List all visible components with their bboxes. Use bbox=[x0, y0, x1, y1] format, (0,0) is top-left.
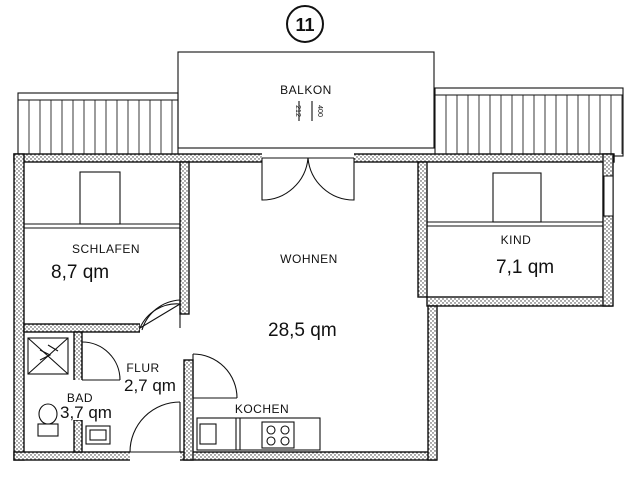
room-schlafen-label: SCHLAFEN bbox=[72, 242, 140, 256]
room-flur-label: FLUR bbox=[126, 361, 159, 375]
room-flur: FLUR 2,7 qm bbox=[124, 361, 176, 395]
schlafen-door bbox=[138, 299, 182, 334]
room-wohnen: WOHNEN 28,5 qm bbox=[268, 252, 338, 341]
roof-hatch-left bbox=[17, 92, 179, 156]
room-wohnen-area: 28,5 qm bbox=[268, 320, 337, 341]
balcony-double-door bbox=[261, 152, 355, 201]
toilet bbox=[37, 403, 59, 437]
balcony: BALKON 212 400 bbox=[177, 51, 435, 149]
balcony-mark-left: 212 bbox=[294, 105, 301, 117]
bad-door bbox=[72, 341, 121, 420]
room-schlafen-area: 8,7 qm bbox=[51, 262, 109, 283]
entrance-door bbox=[129, 401, 181, 462]
roof-hatch-right bbox=[434, 87, 624, 157]
room-kind: KIND 7,1 qm bbox=[496, 233, 554, 278]
unit-number-badge: 11 bbox=[286, 5, 324, 43]
room-flur-area: 2,7 qm bbox=[124, 376, 176, 395]
room-wohnen-label: WOHNEN bbox=[280, 252, 338, 266]
balcony-label: BALKON bbox=[280, 83, 332, 97]
wohnen-door bbox=[192, 353, 238, 399]
balcony-mark-right: 400 bbox=[316, 105, 323, 117]
windows bbox=[24, 171, 614, 229]
room-bad-label: BAD bbox=[67, 391, 93, 405]
wash-basin bbox=[85, 425, 111, 445]
room-kind-label: KIND bbox=[501, 233, 532, 247]
room-bad: BAD 3,7 qm bbox=[60, 391, 112, 422]
kitchen-counter bbox=[196, 417, 321, 451]
room-schlafen: SCHLAFEN 8,7 qm bbox=[51, 242, 140, 283]
unit-number: 11 bbox=[295, 15, 314, 35]
room-bad-area: 3,7 qm bbox=[60, 403, 112, 422]
room-kind-area: 7,1 qm bbox=[496, 257, 554, 278]
shower bbox=[27, 337, 69, 375]
room-kochen-label: KOCHEN bbox=[235, 402, 289, 416]
room-kochen: KOCHEN bbox=[235, 402, 289, 416]
